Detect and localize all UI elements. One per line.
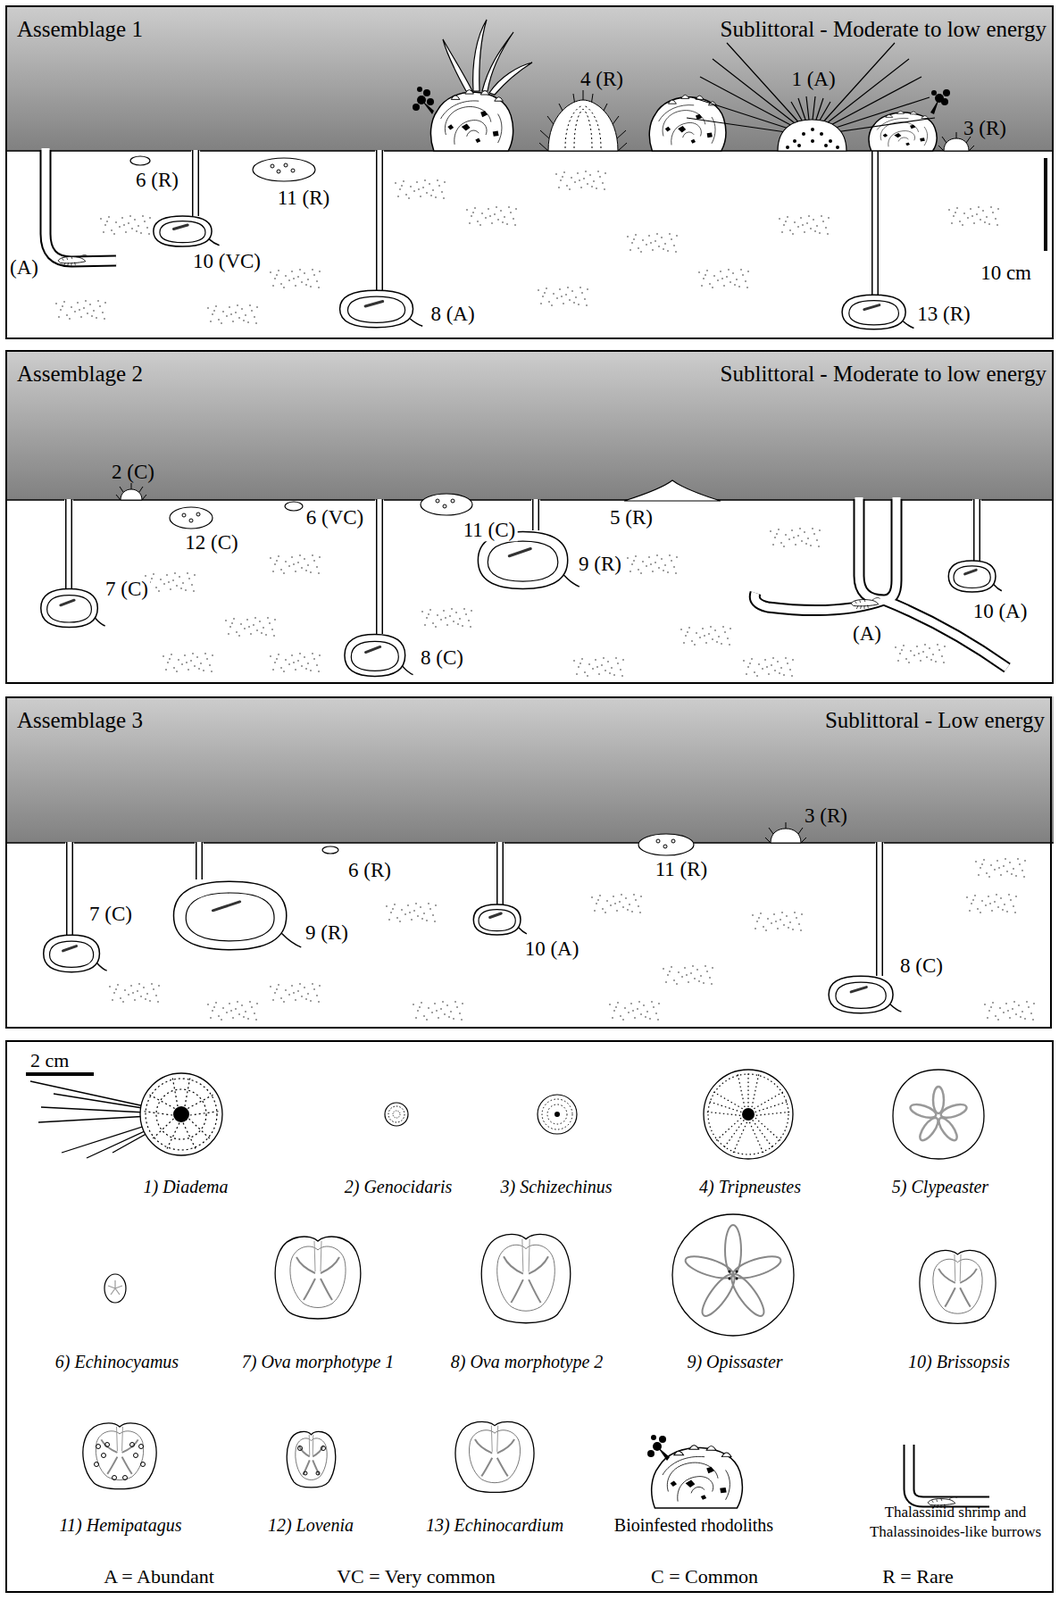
assemblage-panel: Assemblage 2 Sublittoral - Moderate to lo… [5,350,1054,684]
callout-number: 12 (C) [183,531,240,554]
callout-number: 3 (R) [804,804,848,827]
callout-number: 5 (R) [608,506,655,529]
callout-number: 3 (R) [963,116,1007,140]
panel-title: Assemblage 1 [16,16,143,43]
callout-number: 11 (R) [653,858,710,881]
taxon-name: 12) Lovenia [267,1515,354,1535]
callout-number: 7 (C) [103,577,151,601]
panel-subtitle: Sublittoral - Moderate to low energy [720,360,1047,388]
taxon-name: Thalassinid shrimp and Thalassinoides-li… [864,1502,1048,1543]
callout-number: (A) [850,622,884,645]
callout-number: 9 (R) [303,921,351,944]
callout-number: 8 (A) [428,302,476,326]
callout-number: 8 (C) [898,954,945,977]
taxon-name: Bioinfested rhodoliths [614,1515,774,1535]
panel-title: Assemblage 2 [16,360,143,388]
callout-number: 10 (A) [523,937,582,960]
taxon-name: 11) Hemipatagus [59,1515,183,1535]
panel-subtitle: Sublittoral - Low energy [825,707,1045,734]
taxon-name: 13) Echinocardium [425,1515,564,1535]
panel-title: Assemblage 3 [16,707,143,734]
taxon-name: 8) Ova morphotype 2 [450,1351,604,1372]
callout-number: 6 (VC) [304,506,367,529]
taxon-name: 9) Opissaster [686,1351,783,1372]
callout-number: 6 (R) [133,168,181,192]
panel-subtitle: Sublittoral - Moderate to low energy [720,16,1047,43]
taxon-name: 3) Schizechinus [500,1176,613,1197]
taxon-name: 2) Genocidaris [344,1176,453,1197]
callout-number: 7 (C) [87,902,134,926]
callout-number: 9 (R) [576,552,624,576]
callout-number: 10 (VC) [191,250,263,273]
callout-number: 2 (C) [111,460,155,484]
callout-number: 13 (R) [915,302,972,326]
abundance-key: R = Rare [882,1566,954,1588]
abundance-key: VC = Very common [336,1566,496,1588]
abundance-key: A = Abundant [103,1566,215,1588]
scale-label: 2 cm [30,1050,69,1072]
callout-number: 6 (R) [346,858,393,882]
callout-number: 10 (A) [971,600,1030,623]
callout-number: 8 (C) [418,646,466,669]
callout-number: 11 (R) [275,186,333,209]
callout-number: (A) [8,256,41,279]
callout-number: 4 (R) [580,67,624,91]
taxon-name: 6) Echinocyamus [55,1351,179,1372]
taxon-name: 10) Brissopsis [908,1351,1010,1372]
taxon-name: 7) Ova morphotype 1 [241,1351,395,1372]
callout-number: 11 (C) [461,518,518,542]
assemblage-panel: Assemblage 3 Sublittoral - Low energy [5,696,1052,1029]
scale-label: 10 cm [978,261,1034,284]
taxon-name: 1) Diadema [143,1176,229,1197]
abundance-key: C = Common [650,1566,759,1588]
taxon-name: 4) Tripneustes [699,1176,801,1197]
callout-number: 1 (A) [791,67,835,91]
taxon-name: 5) Clypeaster [892,1176,989,1197]
